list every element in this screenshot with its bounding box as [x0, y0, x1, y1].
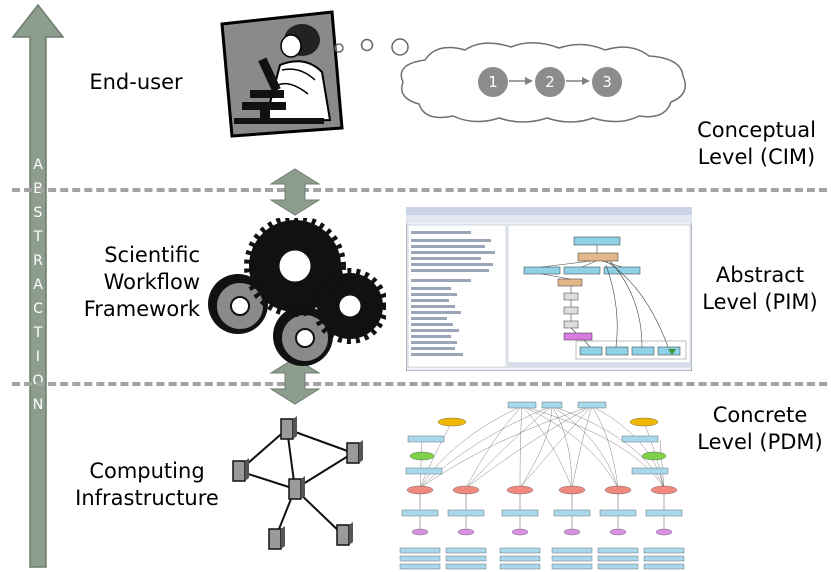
abstraction-letter: O — [32, 373, 44, 389]
workflow-framework-line: Workflow — [103, 270, 200, 294]
abstraction-letter: S — [33, 205, 43, 221]
thought-bubbles — [334, 38, 409, 56]
conceptual-level-line: Conceptual — [697, 118, 816, 142]
execution-dag-graph — [399, 401, 685, 570]
double-arrow-top — [269, 168, 321, 216]
concrete-level-line: Concrete — [712, 403, 808, 427]
abstraction-letter: I — [35, 349, 41, 365]
workflow-framework-line: Framework — [83, 297, 200, 321]
abstraction-letter: C — [33, 301, 43, 317]
gears-icon — [208, 218, 386, 366]
workflow-framework-label: Scientific Workflow Framework — [60, 242, 200, 323]
double-arrow-bottom — [269, 357, 321, 405]
abstraction-letter: A — [33, 277, 43, 293]
abstract-level-line: Level (PIM) — [702, 290, 818, 314]
abstract-level-line: Abstract — [715, 263, 805, 287]
step-2-circle: 2 — [534, 66, 566, 98]
end-user-text: End-user — [89, 70, 183, 94]
scientist-microscope-icon — [220, 10, 344, 138]
end-user-label: End-user — [66, 69, 206, 96]
level-separator-bottom — [12, 382, 827, 386]
step-1-circle: 1 — [477, 66, 509, 98]
abstraction-letter: R — [33, 253, 43, 269]
concrete-level-label: Concrete Level (PDM) — [690, 402, 830, 456]
abstraction-letter: A — [33, 157, 43, 173]
conceptual-level-label: Conceptual Level (CIM) — [684, 117, 829, 171]
level-separator-top — [12, 188, 827, 192]
concrete-level-line: Level (PDM) — [697, 430, 823, 454]
abstraction-letter: T — [33, 229, 43, 245]
step-3-circle: 3 — [591, 66, 623, 98]
computing-infrastructure-line: Infrastructure — [75, 486, 219, 510]
workflow-editor-screenshot — [406, 207, 692, 371]
workflow-framework-line: Scientific — [104, 243, 200, 267]
abstraction-letter: N — [32, 397, 44, 413]
abstraction-letter: T — [33, 325, 43, 341]
conceptual-level-line: Level (CIM) — [697, 145, 816, 169]
computing-infrastructure-label: Computing Infrastructure — [72, 458, 222, 512]
computing-infrastructure-line: Computing — [89, 459, 205, 483]
abstract-level-label: Abstract Level (PIM) — [690, 262, 830, 316]
compute-network-icon — [232, 416, 363, 550]
